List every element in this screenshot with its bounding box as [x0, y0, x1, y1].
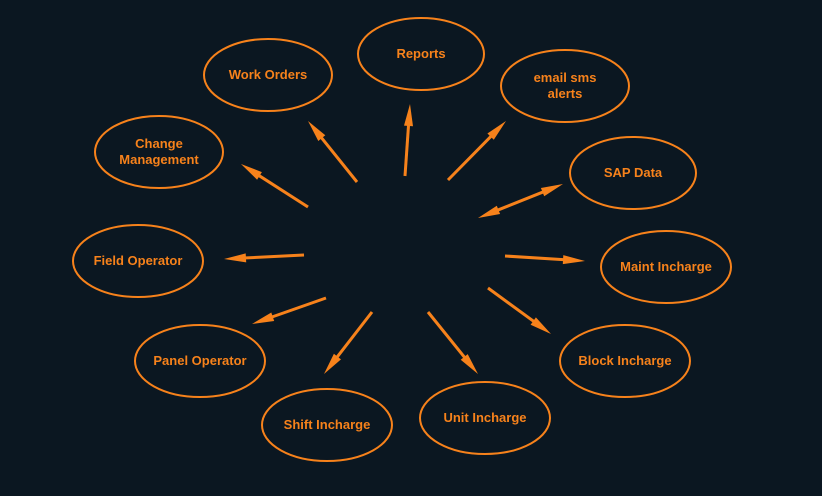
node-field-operator: Field Operator [72, 224, 204, 298]
node-ellipse [203, 38, 333, 112]
arrow-to-sap-data [478, 184, 563, 218]
node-label: Management [119, 152, 199, 167]
arrow-to-work-orders [308, 121, 359, 183]
arrow-to-block-incharge [487, 286, 551, 334]
node-label: SAP Data [604, 165, 663, 180]
node-label: Change [135, 136, 183, 151]
node-reports: Reports [357, 17, 485, 91]
node-label: Unit Incharge [443, 410, 526, 425]
node-label: Panel Operator [153, 353, 246, 368]
node-work-orders: Work Orders [203, 38, 333, 112]
node-label: Reports [396, 46, 445, 61]
node-shift-incharge: Shift Incharge [261, 388, 393, 462]
node-block-incharge: Block Incharge [559, 324, 691, 398]
arrow-to-maint-incharge [504, 254, 585, 265]
node-maint-incharge: Maint Incharge [600, 230, 732, 304]
arrow-to-panel-operator [252, 296, 327, 324]
arrow-to-field-operator [224, 253, 305, 263]
node-unit-incharge: Unit Incharge [419, 381, 551, 455]
arrow-to-reports [403, 104, 413, 177]
arrow-to-email-sms-alerts [446, 121, 506, 182]
node-panel-operator: Panel Operator [134, 324, 266, 398]
node-ellipse [600, 230, 732, 304]
node-ellipse [261, 388, 393, 462]
node-ellipse [419, 381, 551, 455]
node-label: Work Orders [229, 67, 308, 82]
node-ellipse [569, 136, 697, 210]
node-sap-data: SAP Data [569, 136, 697, 210]
arrow-to-change-management [241, 164, 309, 209]
node-label: Field Operator [94, 253, 183, 268]
arrow-to-unit-incharge [426, 311, 478, 374]
node-ellipse [72, 224, 204, 298]
node-label: Maint Incharge [620, 259, 712, 274]
node-label: email sms [534, 70, 597, 85]
node-ellipse [500, 49, 630, 123]
node-ellipse [94, 115, 224, 189]
arrow-to-shift-incharge [324, 311, 374, 374]
node-label: alerts [548, 86, 583, 101]
node-ellipse [559, 324, 691, 398]
node-ellipse [357, 17, 485, 91]
node-label: Shift Incharge [284, 417, 371, 432]
node-label: Block Incharge [578, 353, 671, 368]
node-ellipse [134, 324, 266, 398]
